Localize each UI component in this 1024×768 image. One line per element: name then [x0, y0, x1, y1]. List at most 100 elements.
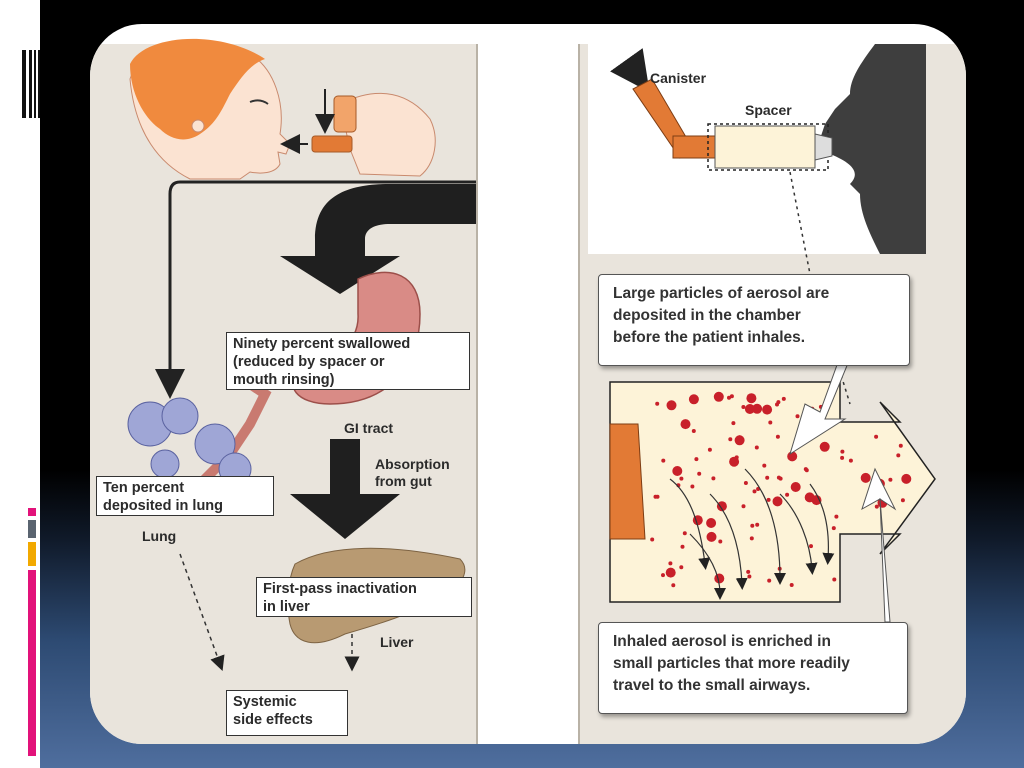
aerosol-particle: [775, 402, 779, 407]
diagram-frame: Canister Spacer GI tract Absorption from…: [90, 24, 966, 744]
chamber-detail: [609, 381, 936, 603]
face-silhouette: [820, 44, 926, 254]
aerosol-particle: [746, 393, 757, 404]
aerosol-particle: [795, 414, 800, 419]
aerosol-particle: [734, 435, 745, 446]
aerosol-particle: [671, 583, 676, 588]
aerosol-particle: [803, 467, 808, 472]
aerosol-particle: [731, 421, 736, 426]
aerosol-particle: [809, 544, 813, 549]
lung-illustration: [127, 379, 272, 488]
aerosol-particle: [768, 420, 773, 425]
absorption-arrow: [290, 439, 400, 539]
aerosol-particle: [778, 476, 783, 481]
aerosol-particle: [860, 472, 871, 483]
patient-face-illustration: [129, 38, 291, 180]
aerosol-particle: [766, 497, 771, 502]
lung-label: Lung: [142, 528, 177, 544]
slide-accent-bars: [28, 508, 38, 758]
aerosol-particle: [848, 458, 853, 463]
aerosol-particle: [840, 455, 845, 460]
aerosol-particle: [898, 443, 903, 448]
aerosol-particle: [691, 429, 696, 433]
aerosol-particle: [666, 400, 677, 411]
canister-label: Canister: [650, 70, 707, 86]
aerosol-particle: [767, 578, 772, 583]
aerosol-particle: [718, 539, 723, 544]
systemic-box: Systemic side effects: [226, 690, 348, 736]
left-panel-edge: [476, 44, 478, 744]
aerosol-particle: [744, 404, 755, 414]
aerosol-particle: [762, 406, 767, 411]
aerosol-particle: [790, 482, 801, 492]
aerosol-particle: [832, 577, 837, 582]
diagram-graphics: [127, 38, 936, 672]
aerosol-particle: [741, 405, 746, 409]
aerosol-particle: [713, 391, 724, 402]
aerosol-particle: [789, 583, 794, 587]
aerosol-particle: [874, 434, 879, 439]
aerosol-particle: [747, 574, 752, 579]
aerosol-particle: [655, 494, 660, 499]
aerosol-particle: [694, 457, 699, 462]
aerosol-particle: [682, 531, 687, 536]
aerosol-particle: [785, 492, 790, 497]
aerosol-particle: [688, 394, 699, 405]
aerosol-particle: [752, 403, 763, 414]
aerosol-particle: [834, 514, 839, 519]
aerosol-particle: [679, 476, 684, 481]
aerosol-particle: [711, 476, 716, 481]
aerosol-particle: [775, 434, 780, 439]
aerosol-particle: [762, 463, 767, 468]
aerosol-particle: [746, 569, 751, 574]
aerosol-particle: [661, 458, 666, 463]
aerosol-particle: [749, 536, 754, 541]
aerosol-particle: [901, 473, 912, 484]
aerosol-particle: [697, 471, 702, 476]
swallowed-box: Ninety percent swallowed (reduced by spa…: [226, 332, 470, 390]
aerosol-particle: [729, 394, 734, 399]
aerosol-particle: [772, 496, 783, 507]
aerosol-particle: [896, 453, 901, 458]
absorption-label: Absorption from gut: [375, 456, 450, 489]
slide-decoration-lines: [22, 50, 40, 118]
aerosol-particle: [840, 449, 845, 454]
liver-label: Liver: [380, 634, 414, 650]
aerosol-particle: [781, 396, 786, 401]
aerosol-particle: [874, 504, 879, 509]
aerosol-particle: [728, 437, 733, 442]
aerosol-particle: [680, 544, 685, 549]
aerosol-particle: [650, 537, 655, 542]
aerosol-particle: [672, 466, 683, 476]
aerosol-particle: [665, 567, 676, 578]
aerosol-particle: [750, 523, 755, 528]
aerosol-particle: [804, 492, 815, 503]
aerosol-particle: [706, 531, 717, 542]
hand-with-inhaler: [280, 89, 436, 177]
aerosol-particle: [765, 475, 770, 480]
aerosol-particle: [754, 445, 759, 450]
spacer-label: Spacer: [745, 102, 792, 118]
aerosol-particle: [888, 477, 893, 482]
inhaled-aerosol-callout: Inhaled aerosol is enriched in small par…: [598, 622, 908, 714]
first-pass-box: First-pass inactivation in liver: [256, 577, 472, 617]
aerosol-particle: [716, 501, 727, 512]
aerosol-particle: [707, 447, 712, 452]
aerosol-particle: [690, 484, 695, 489]
aerosol-particle: [680, 419, 691, 430]
callout-arrow-inhaled: [861, 467, 897, 623]
aerosol-particle: [734, 455, 739, 460]
lung-deposit-box: Ten percent deposited in lung: [96, 476, 274, 516]
inhaler-with-spacer: [632, 78, 833, 171]
aerosol-particle: [819, 441, 830, 452]
aerosol-particle: [655, 401, 660, 406]
aerosol-particle: [668, 561, 673, 566]
aerosol-particle: [706, 518, 717, 528]
aerosol-particle: [900, 498, 905, 503]
aerosol-particle: [755, 522, 760, 527]
aerosol-particle: [741, 504, 746, 509]
aerosol-particle: [752, 489, 757, 494]
aerosol-particle: [679, 565, 684, 570]
gi-tract-label: GI tract: [344, 420, 394, 436]
aerosol-particle: [831, 526, 836, 531]
